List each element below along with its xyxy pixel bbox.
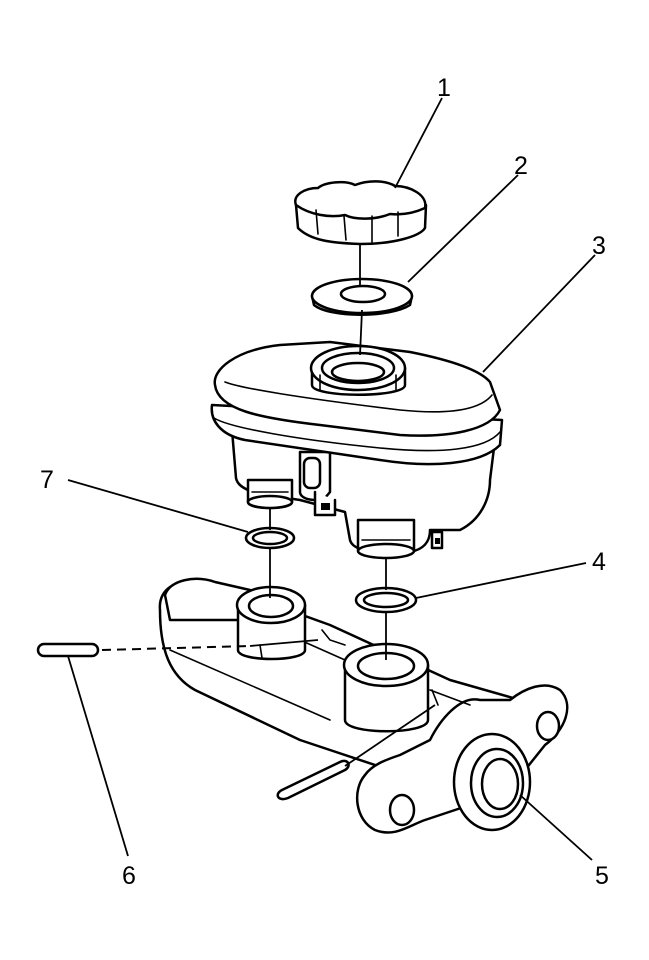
retaining-pin-second: [276, 704, 436, 801]
retaining-pin: [36, 639, 319, 658]
callout-label: 6: [122, 862, 136, 890]
reservoir-cap: [294, 180, 428, 246]
callout-label: 7: [40, 466, 54, 494]
fluid-reservoir: [210, 340, 504, 560]
grommet-primary: [244, 526, 296, 550]
cap-diaphragm: [310, 277, 414, 316]
assembly-lines: [269, 244, 387, 660]
grommet-secondary: [354, 586, 418, 614]
callout-label: 1: [437, 74, 451, 102]
callout-label: 2: [514, 152, 528, 180]
callout-label: 5: [595, 862, 609, 890]
leader-lines: [67, 97, 596, 861]
master-cylinder: [158, 577, 569, 834]
callouts: 1 2 3 4 5 6 7: [40, 74, 609, 890]
callout-label: 3: [592, 232, 606, 260]
callout-label: 4: [592, 548, 606, 576]
